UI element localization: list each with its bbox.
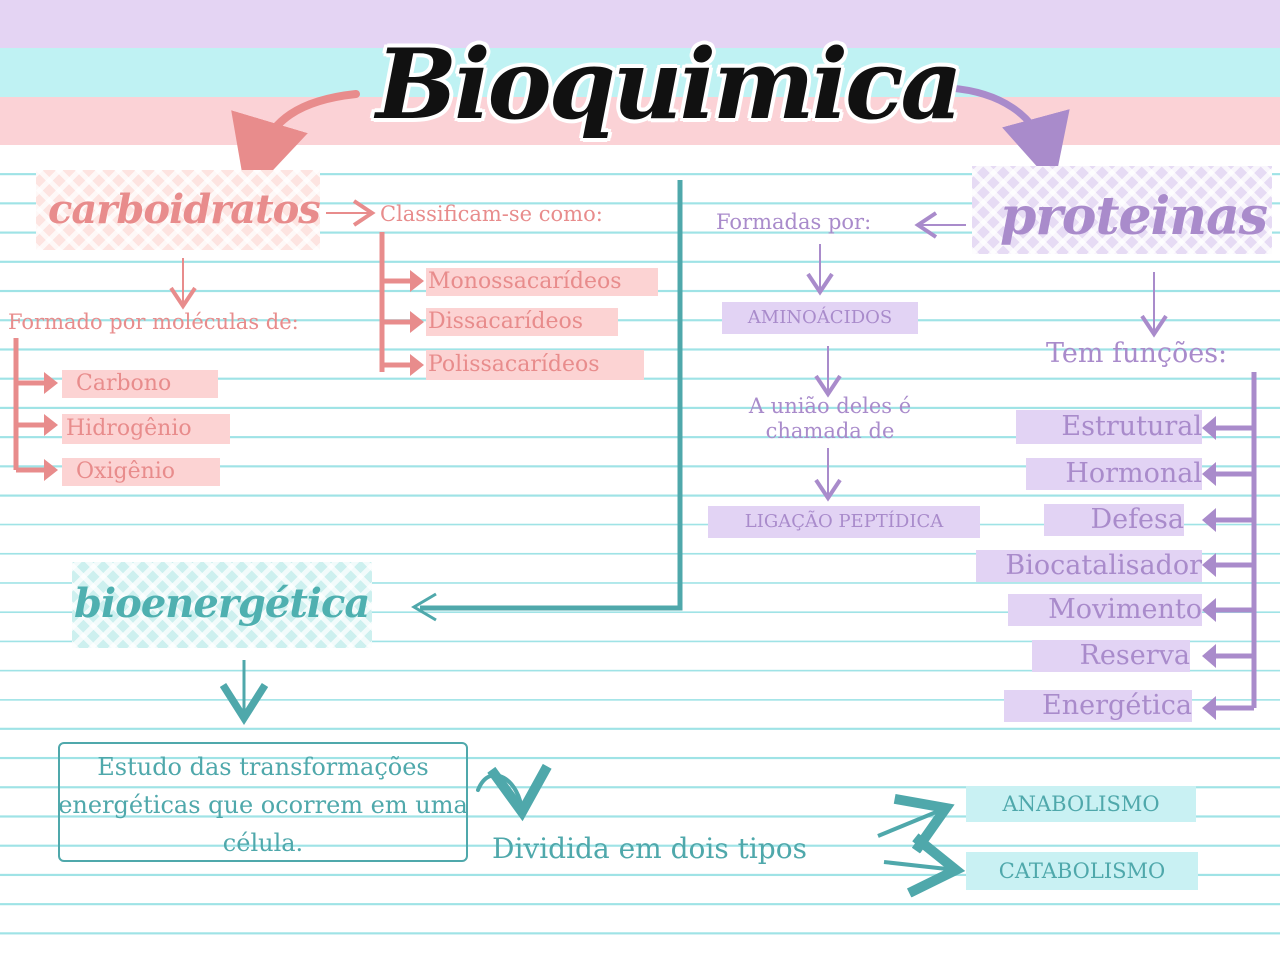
bio-heading-tape	[72, 562, 372, 648]
teal-divider	[420, 180, 683, 611]
carb-heading-tape	[36, 170, 320, 250]
prot-heading: proteinas	[1000, 186, 1268, 247]
prot-heading-tape	[972, 166, 1272, 254]
formed-bracket	[13, 338, 46, 473]
prot-function-4: Biocatalisador	[976, 550, 1202, 582]
bio-type-1: ANABOLISMO	[966, 786, 1196, 822]
carb-element-2: Hidrogênio	[62, 414, 230, 444]
bio-type-2: CATABOLISMO	[966, 852, 1198, 890]
prot-bond: LIGAÇÃO PEPTÍDICA	[708, 506, 980, 538]
prot-function-3: Defesa	[1044, 504, 1184, 536]
divided-to-anab-arrow	[877, 808, 946, 836]
carb-type-3: Polissacarídeos	[426, 350, 644, 380]
page-title: Bioquimica	[376, 28, 963, 141]
box-to-divided-arrow	[476, 775, 522, 812]
prot-function-1: Estrutural	[1016, 410, 1202, 444]
bio-definition: Estudo das transformações energéticas qu…	[58, 753, 468, 857]
carb-formed-label: Formado por moléculas de:	[8, 310, 299, 334]
carb-type-2: Dissacarídeos	[426, 308, 618, 336]
prot-function-7: Energética	[1004, 690, 1192, 722]
title-to-prot-arrow	[946, 84, 1070, 186]
carb-classify-label: Classificam-se como:	[380, 202, 603, 226]
prot-function-2: Hormonal	[1026, 458, 1202, 490]
classify-bracket	[379, 232, 412, 372]
divided-to-catab-arrow	[883, 862, 956, 870]
prot-unit: AMINOÁCIDOS	[722, 302, 918, 334]
carb-heading: carboidratos	[48, 186, 321, 233]
title-to-carb-arrow	[231, 90, 360, 199]
header-band-aqua	[0, 48, 1280, 97]
prot-formed-label: Formadas por:	[716, 210, 872, 234]
prot-function-5: Movimento	[1008, 594, 1202, 626]
definition-box	[58, 742, 468, 862]
prot-functions-label: Tem funções:	[1046, 338, 1228, 369]
prot-union-label: A união deles é chamada de	[748, 394, 912, 443]
bio-heading: bioenergética	[74, 580, 370, 627]
prot-function-6: Reserva	[1032, 640, 1190, 672]
header-band-lilac	[0, 0, 1280, 48]
bio-divided-label: Dividida em dois tipos	[492, 832, 807, 865]
carb-element-3: Oxigênio	[62, 458, 220, 486]
carb-type-1: Monossacarídeos	[426, 268, 658, 296]
functions-bracket	[1214, 372, 1257, 711]
carb-element-1: Carbono	[62, 370, 218, 398]
